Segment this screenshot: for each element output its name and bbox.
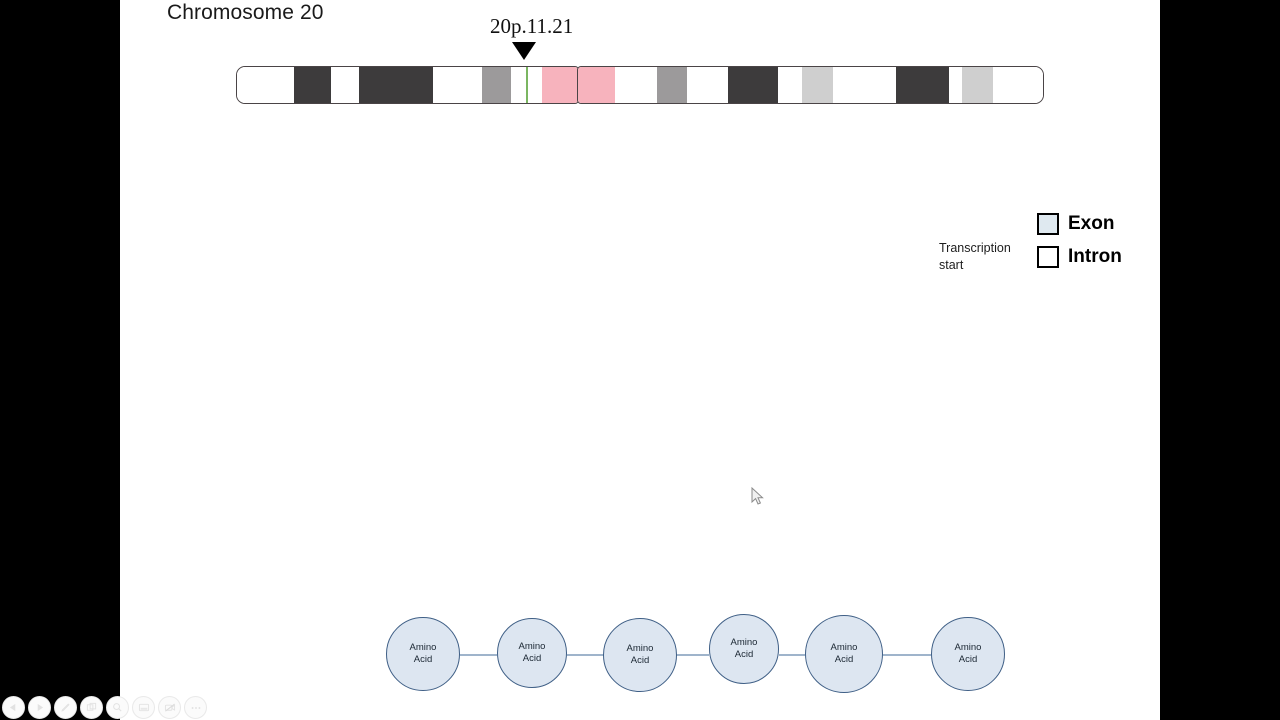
- legend-label-exon: Exon: [1068, 213, 1115, 234]
- chromosome-band-q-8: [896, 67, 949, 103]
- chromosome-band-p-0: [237, 67, 294, 103]
- chromosome-ideogram: [236, 66, 1044, 104]
- previous-button[interactable]: [2, 696, 25, 719]
- locus-label: 20p.11.21: [490, 14, 574, 38]
- player-toolbar[interactable]: [2, 696, 207, 719]
- peptide-bond-4: [883, 654, 931, 656]
- chromosome-band-p-4: [433, 67, 482, 103]
- chromosome-p-arm: [236, 66, 579, 104]
- chromosome-band-q-7: [833, 67, 896, 103]
- chromosome-band-q-1: [615, 67, 657, 103]
- chromosome-band-q-0: [578, 67, 615, 103]
- chromosome-band-q-9: [949, 67, 962, 103]
- camera-off-button[interactable]: [158, 696, 181, 719]
- chromosome-band-q-5: [778, 67, 802, 103]
- play-button[interactable]: [28, 696, 51, 719]
- legend-label-intron: Intron: [1068, 246, 1122, 267]
- pen-button[interactable]: [54, 696, 77, 719]
- transcription-start-marker: [526, 67, 528, 103]
- letterbox-right: [1160, 0, 1280, 720]
- present-button[interactable]: [132, 696, 155, 719]
- transcription-start-label: Transcription start: [939, 241, 1011, 272]
- chromosome-q-arm: [577, 66, 1044, 104]
- peptide-bond-0: [460, 654, 497, 656]
- letterbox-left: [0, 0, 120, 720]
- screenshot-button[interactable]: [80, 696, 103, 719]
- chromosome-band-p-5: [482, 67, 511, 103]
- chromosome-band-p-1: [294, 67, 331, 103]
- chromosome-band-p-7: [542, 67, 578, 103]
- zoom-button[interactable]: [106, 696, 129, 719]
- legend-item-intron: Intron: [1037, 246, 1122, 268]
- peptide-bond-3: [779, 654, 805, 656]
- locus-pointer-icon: [512, 42, 536, 60]
- slide-canvas: Chromosome 20 20p.11.21 Transcription st…: [120, 0, 1160, 720]
- chromosome-band-p-3: [359, 67, 433, 103]
- intron-swatch-icon: [1037, 246, 1059, 268]
- page-title: Chromosome 20: [167, 1, 324, 24]
- chromosome-band-q-2: [657, 67, 687, 103]
- mouse-cursor: [751, 487, 764, 505]
- chromosome-band-q-6: [802, 67, 833, 103]
- chromosome-band-q-3: [687, 67, 728, 103]
- more-button[interactable]: [184, 696, 207, 719]
- chromosome-band-q-10: [962, 67, 993, 103]
- exon-swatch-icon: [1037, 213, 1059, 235]
- peptide-bond-1: [567, 654, 605, 656]
- legend: Transcription start Exon Intron: [920, 205, 1150, 285]
- legend-item-exon: Exon: [1037, 213, 1114, 235]
- chromosome-band-q-11: [993, 67, 1043, 103]
- peptide-bond-2: [677, 654, 709, 656]
- chromosome-band-q-4: [728, 67, 778, 103]
- chromosome-band-p-2: [331, 67, 359, 103]
